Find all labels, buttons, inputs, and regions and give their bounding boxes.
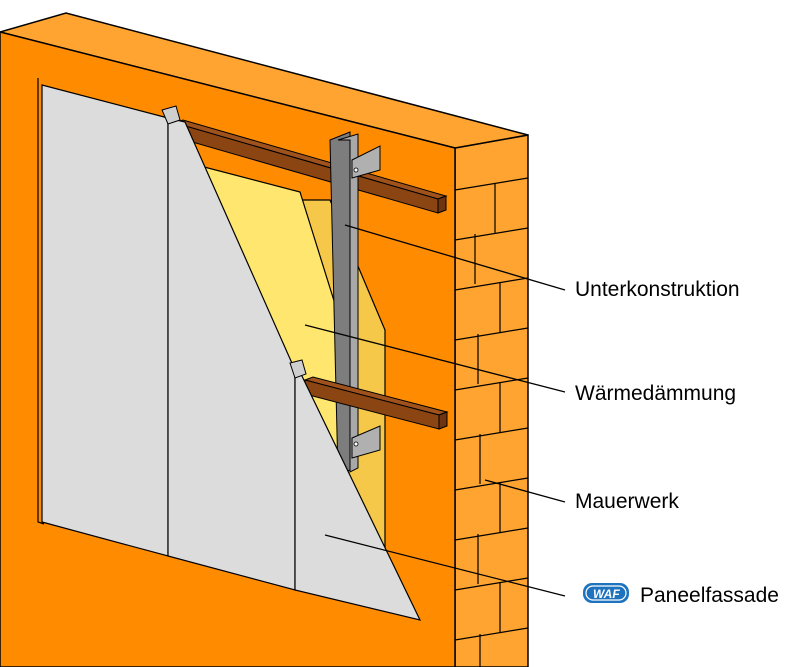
leader-masonry: [484, 479, 566, 503]
label-panel-facade: Paneelfassade: [640, 584, 779, 607]
panel-edge-1: [37, 78, 45, 525]
label-insulation: Wärmedämmung: [575, 382, 736, 405]
wall-side-face: [454, 134, 529, 667]
panel-clip-2: [289, 359, 307, 379]
leader-insulation: [304, 324, 566, 393]
label-substructure: Unterkonstruktion: [575, 278, 740, 301]
svg-text:WAF: WAF: [593, 587, 620, 601]
panel-facade: [37, 78, 422, 621]
waf-logo: WAF: [583, 583, 629, 603]
label-masonry: Mauerwerk: [575, 490, 679, 513]
leader-substructure: [344, 224, 566, 291]
brick-joints: [454, 177, 529, 667]
panel-1: [41, 84, 169, 557]
panel-clip-1: [161, 105, 181, 125]
batten-lower: [303, 376, 449, 430]
leader-panel: [324, 534, 566, 597]
leader-lines: [304, 224, 566, 597]
bracket-upper: [351, 145, 381, 179]
bracket-lower: [351, 425, 381, 459]
